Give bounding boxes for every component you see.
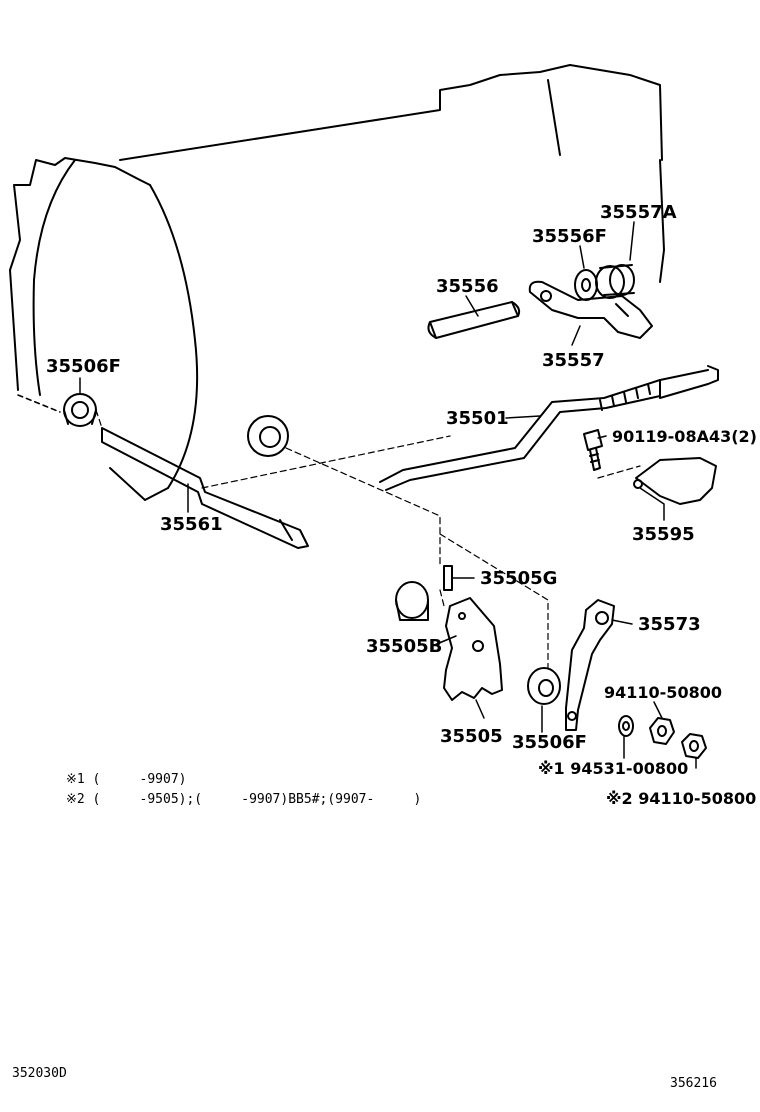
label-35506F-top: 35506F (46, 356, 121, 377)
note-1: ※1 ( -9907) (66, 772, 187, 787)
pin-35556 (427, 301, 521, 339)
bushing-35505B (395, 581, 429, 621)
washer-35556F (574, 269, 598, 301)
leader-lines (79, 221, 697, 769)
seal-35506F-bottom (527, 667, 561, 705)
bolt-90119 (583, 429, 603, 471)
label-35561: 35561 (160, 514, 223, 535)
note-2: ※2 ( -9505);( -9907)BB5#;(9907- ) (66, 792, 422, 807)
label-94110-a: 94110-50800 (604, 683, 722, 702)
label-35556F: 35556F (532, 226, 607, 247)
label-35505: 35505 (440, 726, 503, 747)
part-labels: 35557A 35556F 35556 35557 35506F 35501 9… (46, 202, 757, 808)
lever-35573 (565, 599, 615, 731)
label-35556: 35556 (436, 276, 499, 297)
oil-seal-case (247, 415, 289, 457)
label-35506F-bottom: 35506F (512, 732, 587, 753)
label-35595: 35595 (632, 524, 695, 545)
label-35557A: 35557A (600, 202, 677, 223)
label-35505B: 35505B (366, 636, 442, 657)
nut-94110-b (681, 733, 707, 759)
nut-94110-a (649, 717, 675, 745)
label-90119: 90119-08A43(2) (612, 427, 757, 446)
label-35505G: 35505G (480, 568, 557, 589)
label-35557: 35557 (542, 350, 605, 371)
shift-rod-35501 (379, 365, 719, 491)
detent-plate-35505 (443, 597, 503, 701)
shaft-35561 (101, 427, 309, 549)
diagram-code-left: 352030D (12, 1066, 67, 1081)
label-35501: 35501 (446, 408, 509, 429)
lever-35557 (528, 280, 653, 339)
washer-94531 (618, 715, 634, 737)
pin-35505G (443, 565, 453, 591)
spring-35557A (595, 264, 635, 299)
transmission-case-outline (9, 64, 665, 501)
label-35573: 35573 (638, 614, 701, 635)
label-94531: ※1 94531-00800 (538, 759, 688, 778)
diagram-code-right: 356216 (670, 1076, 717, 1091)
seal-35506F-top (63, 393, 97, 427)
assembly-dash-lines (95, 409, 641, 669)
label-94110-b: ※2 94110-50800 (606, 789, 756, 808)
bracket-35595 (633, 457, 717, 505)
